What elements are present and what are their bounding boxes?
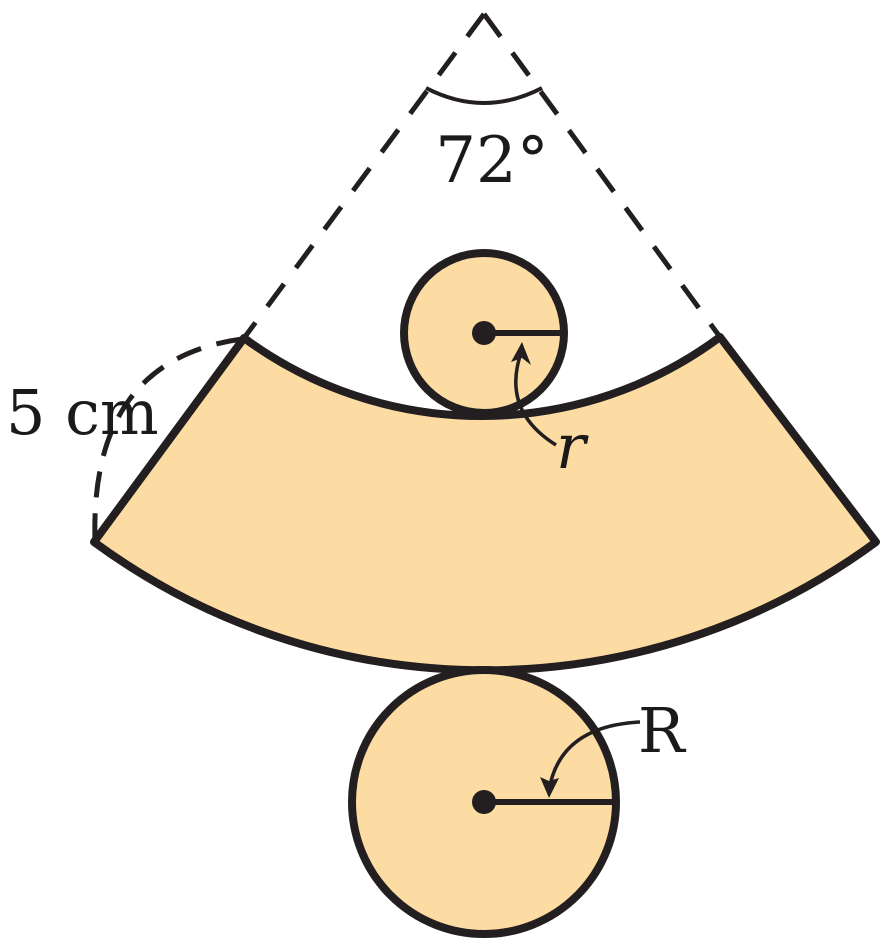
large-radius-arrowhead — [540, 777, 559, 798]
small-radius-label: r — [556, 410, 589, 483]
dashed-left-side — [241, 12, 487, 340]
angle-label: 72° — [435, 124, 548, 198]
large-radius-label: R — [638, 694, 687, 767]
annular-sector — [90, 333, 880, 675]
apex-angle-arc — [425, 86, 543, 105]
large-radius-arrow — [547, 720, 641, 791]
slant-length-dashed-arc — [92, 336, 243, 541]
small-radius-arrow — [514, 349, 557, 447]
dashed-right-side — [481, 12, 723, 339]
slant-length-label: 5 cm — [6, 376, 159, 449]
small-radius-arrowhead — [511, 342, 531, 365]
